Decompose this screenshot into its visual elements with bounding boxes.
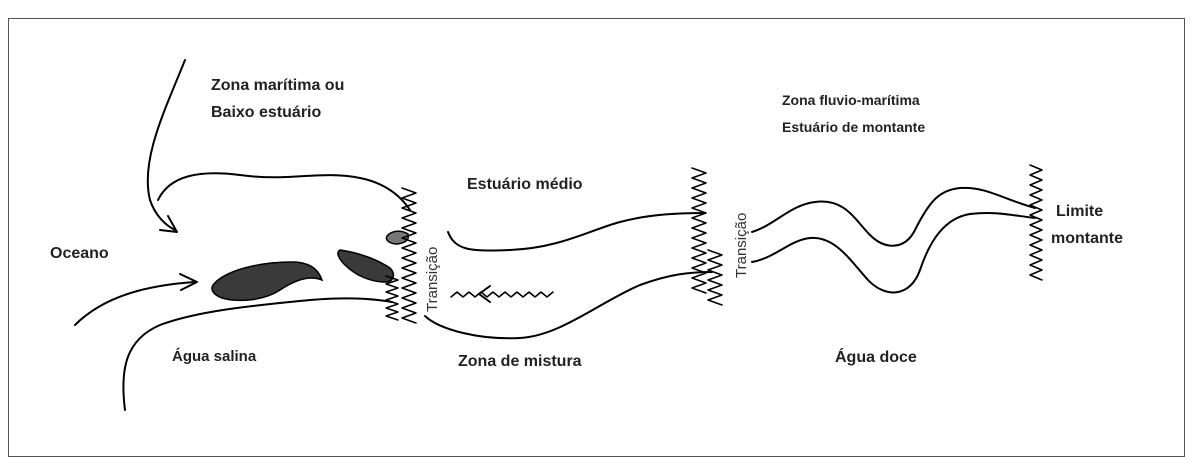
transicao-left-label: Transição — [424, 247, 441, 312]
transition-zigzag-right — [691, 167, 707, 294]
zona-maritima-label-line2: Baixo estuário — [211, 104, 321, 121]
upstream-limit-zigzag — [1029, 164, 1043, 281]
island-small — [385, 230, 410, 245]
lower-bank-lower-estuary — [122, 297, 393, 411]
agua-salina-label: Água salina — [172, 348, 257, 365]
zona-mistura-label: Zona de mistura — [458, 353, 582, 370]
island-left — [211, 261, 324, 302]
estuario-medio-label: Estuário médio — [467, 176, 583, 193]
island-right — [337, 249, 395, 283]
oceano-label: Oceano — [50, 245, 109, 262]
zona-fluvio-label-line1: Zona fluvio-marítima — [782, 92, 920, 108]
transition-zigzag-right-lower — [707, 249, 723, 306]
lower-bank-upper-estuary — [751, 211, 1036, 294]
ocean-inflow-arrow-top — [146, 59, 186, 231]
ocean-inflow-arrowhead-top — [159, 215, 178, 233]
mixing-wave-arrow — [450, 291, 554, 298]
zona-fluvio-label-line2: Estuário de montante — [782, 119, 925, 135]
upper-bank-middle-estuary — [447, 212, 706, 252]
ocean-inflow-arrow-bottom — [74, 281, 196, 326]
border-frame — [8, 18, 1185, 457]
ocean-inflow-arrowhead-bottom — [179, 273, 198, 291]
transition-zigzag-left-lower — [385, 275, 399, 321]
agua-doce-label: Água doce — [835, 347, 917, 366]
lower-bank-middle-estuary — [424, 271, 713, 340]
transition-zigzag-left — [401, 187, 417, 324]
limite-label-line1: Limite — [1056, 203, 1103, 220]
mixing-arrowhead — [478, 285, 491, 303]
upper-bank-upper-estuary — [751, 186, 1036, 247]
upper-bank-lower-estuary — [157, 172, 411, 211]
limite-label-line2: montante — [1051, 230, 1123, 247]
zona-maritima-label-line1: Zona marítima ou — [211, 77, 344, 94]
transicao-right-label: Transição — [733, 213, 750, 278]
